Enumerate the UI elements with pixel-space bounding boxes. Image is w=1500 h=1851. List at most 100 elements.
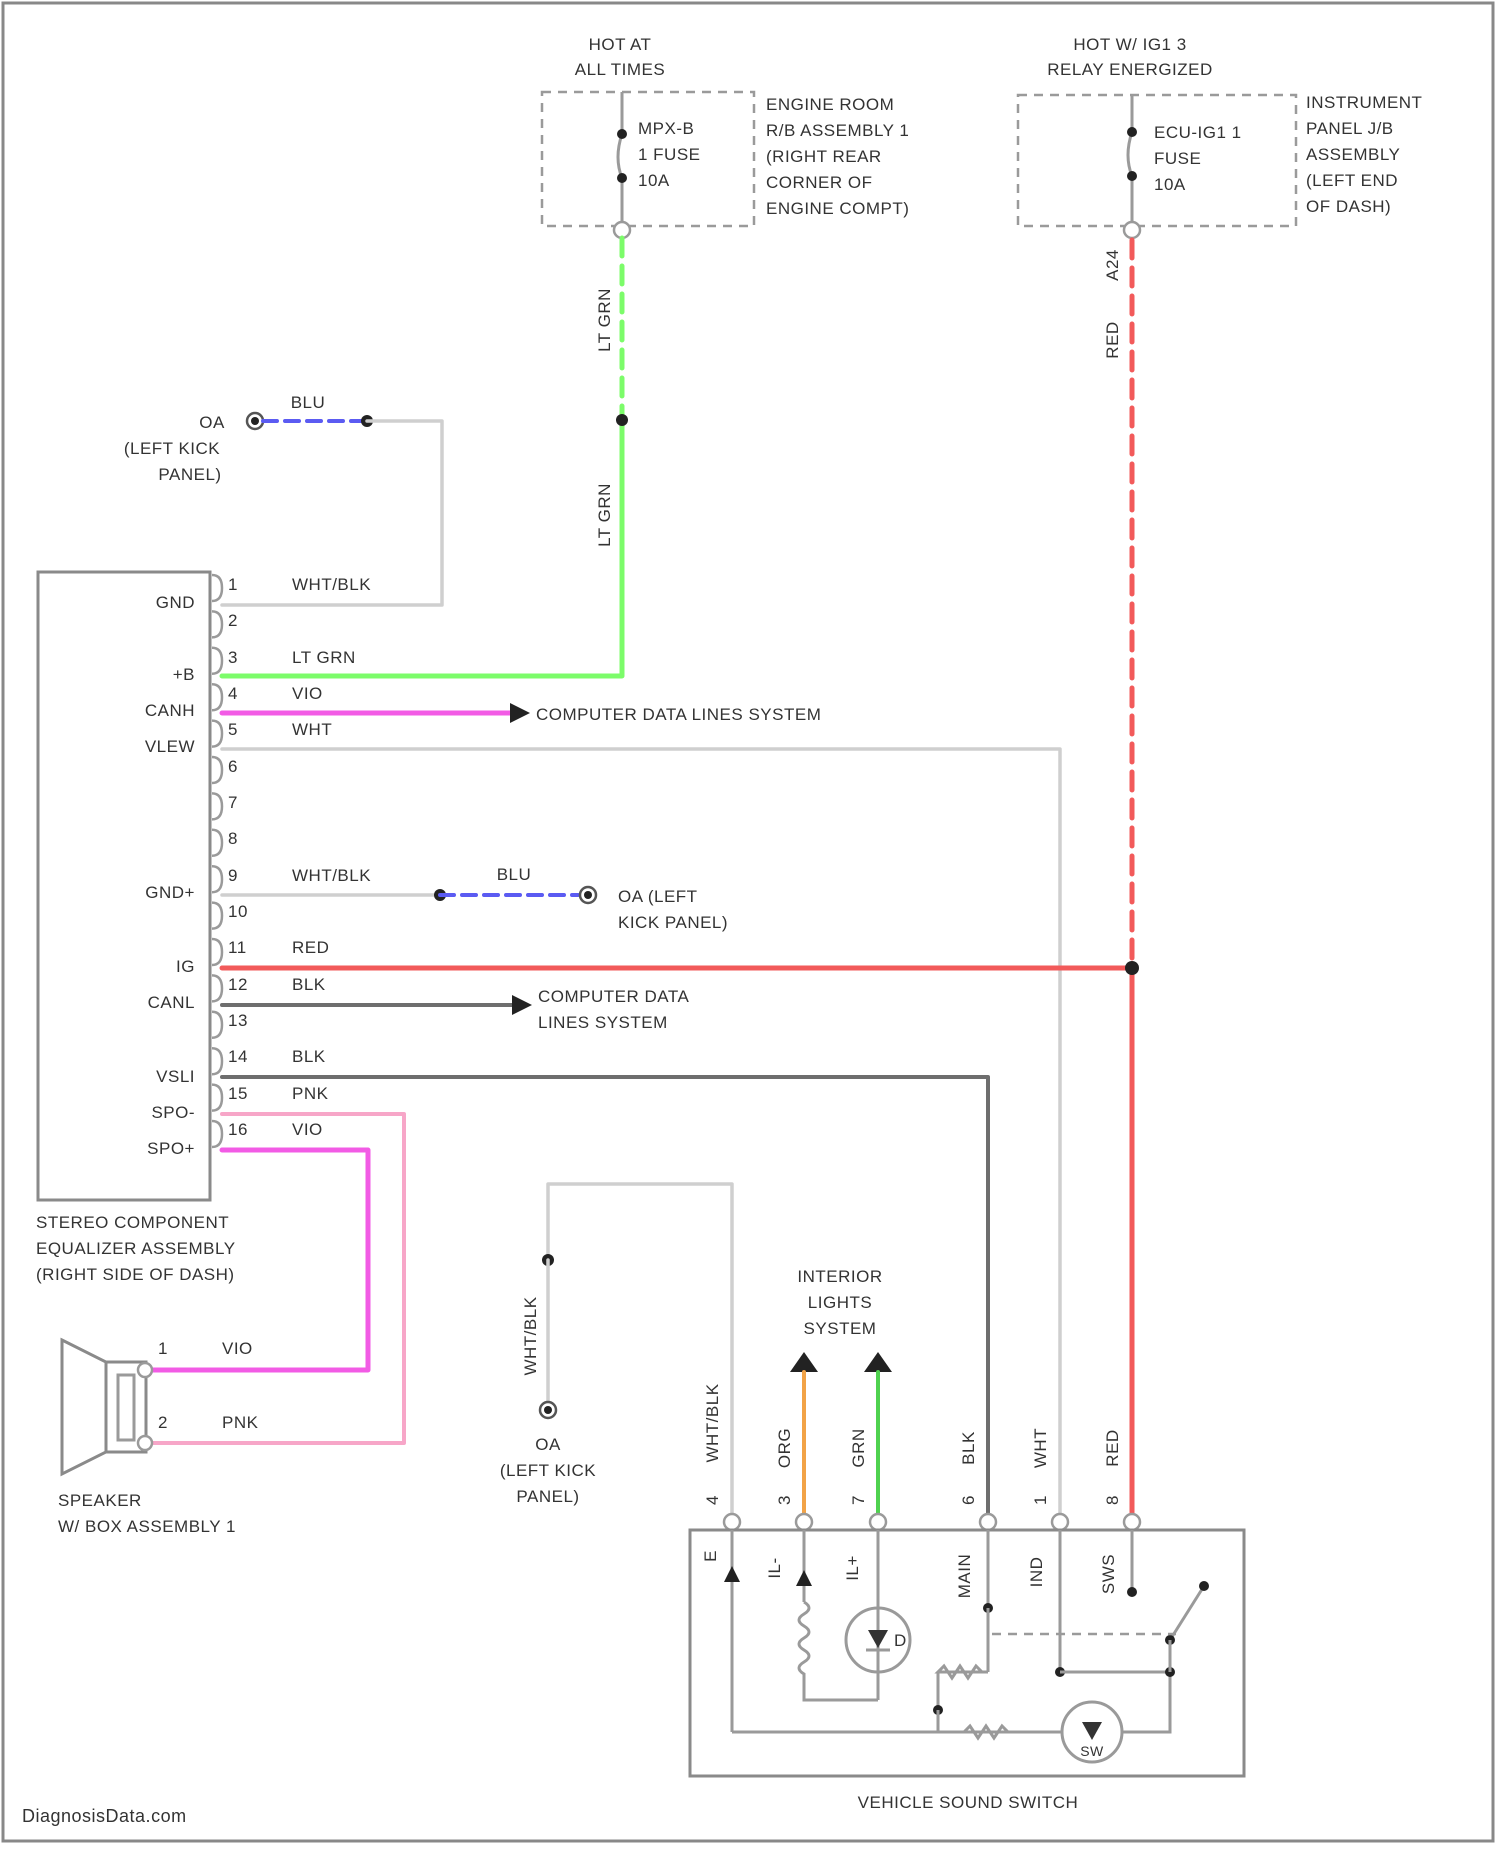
pin-1: 1 bbox=[228, 575, 238, 594]
sw-blade bbox=[1170, 1586, 1204, 1640]
sw-pin-4: 4 bbox=[703, 1495, 722, 1505]
right-loc-1: INSTRUMENT bbox=[1306, 93, 1422, 112]
wire-label-pin5: WHT bbox=[292, 720, 332, 739]
canl-arrow bbox=[512, 995, 532, 1015]
interior-arrow-org bbox=[790, 1352, 818, 1372]
left-loc-4: CORNER OF bbox=[766, 173, 873, 192]
equalizer-name-3: (RIGHT SIDE OF DASH) bbox=[36, 1265, 235, 1284]
equalizer-pin-hook bbox=[212, 1048, 222, 1074]
wire-vlew-wht bbox=[222, 749, 1060, 1520]
sw-pin-6: 6 bbox=[959, 1495, 978, 1505]
left-header-2: ALL TIMES bbox=[575, 60, 665, 79]
switch-name: VEHICLE SOUND SWITCH bbox=[858, 1793, 1079, 1812]
equalizer-pin-hook bbox=[212, 1085, 222, 1111]
right-loc-5: OF DASH) bbox=[1306, 197, 1391, 216]
canh-dest: COMPUTER DATA LINES SYSTEM bbox=[536, 705, 821, 724]
wire-label-pin14: BLK bbox=[292, 1047, 326, 1066]
interior-arrow-grn bbox=[864, 1352, 892, 1372]
gnd-plus-label-2: KICK PANEL) bbox=[618, 913, 728, 932]
power-left: HOT AT ALL TIMES MPX-B 1 FUSE 10A ENGINE… bbox=[542, 35, 909, 238]
sw-wire-red: RED bbox=[1103, 1429, 1122, 1466]
speaker-wire-1: VIO bbox=[222, 1339, 253, 1358]
wire-label-pin1: WHT/BLK bbox=[292, 575, 371, 594]
pin-10: 10 bbox=[228, 902, 248, 921]
right-header-1: HOT W/ IG1 3 bbox=[1073, 35, 1186, 54]
sw-lamp-label: SW bbox=[1080, 1743, 1104, 1759]
sw-wire-wht: WHT bbox=[1031, 1428, 1050, 1468]
gnd-plus-blu: BLU bbox=[497, 865, 532, 884]
pin-7: 7 bbox=[228, 793, 238, 812]
right-loc-4: (LEFT END bbox=[1306, 171, 1398, 190]
left-loc-3: (RIGHT REAR bbox=[766, 147, 882, 166]
sw-term-ind: IND bbox=[1027, 1557, 1046, 1588]
canl-dest-1: COMPUTER DATA bbox=[538, 987, 689, 1006]
pin-5: 5 bbox=[228, 720, 238, 739]
ground-top: BLU OA (LEFT KICK PANEL) bbox=[124, 393, 373, 484]
vehicle-sound-switch: 4 WHT/BLK 3 ORG 7 GRN 6 BLK 1 WHT 8 RED … bbox=[690, 1383, 1244, 1812]
wire-spo-plus-vio bbox=[145, 1150, 368, 1370]
term-canl: CANL bbox=[148, 993, 195, 1012]
wire-vsli-blk bbox=[222, 1077, 988, 1520]
equalizer-name-1: STEREO COMPONENT bbox=[36, 1213, 229, 1232]
sw-led-label: D bbox=[894, 1631, 907, 1650]
ground-bottom-wire: WHT/BLK bbox=[521, 1296, 540, 1375]
wire-label-pin16: VIO bbox=[292, 1120, 323, 1139]
wire-label-pin4: VIO bbox=[292, 684, 323, 703]
speaker-wire-2: PNK bbox=[222, 1413, 259, 1432]
wire-label-pin3: LT GRN bbox=[292, 648, 356, 667]
pin-2: 2 bbox=[228, 611, 238, 630]
term-vsli: VSLI bbox=[156, 1067, 195, 1086]
term-gnd: GND bbox=[156, 593, 195, 612]
equalizer-pin-hook bbox=[212, 648, 222, 674]
equalizer-pin-hook bbox=[212, 757, 222, 783]
lt-grn-label-2: LT GRN bbox=[595, 483, 614, 547]
sw-term-main: MAIN bbox=[955, 1554, 974, 1599]
red-pin-label: A24 bbox=[1103, 249, 1122, 281]
speaker-name-2: W/ BOX ASSEMBLY 1 bbox=[58, 1517, 236, 1536]
equalizer-name-2: EQUALIZER ASSEMBLY bbox=[36, 1239, 236, 1258]
pin-13: 13 bbox=[228, 1011, 248, 1030]
watermark: DiagnosisData.com bbox=[22, 1806, 187, 1826]
left-loc-1: ENGINE ROOM bbox=[766, 95, 894, 114]
right-header-2: RELAY ENERGIZED bbox=[1047, 60, 1213, 79]
ground-bottom: WHT/BLK OA (LEFT KICK PANEL) bbox=[500, 1184, 732, 1520]
sw-wire-org: ORG bbox=[775, 1428, 794, 1468]
right-loc-2: PANEL J/B bbox=[1306, 119, 1394, 138]
equalizer-assembly: GND +B CANH VLEW GND+ IG CANL VSLI SPO- … bbox=[36, 572, 236, 1284]
pin-8: 8 bbox=[228, 829, 238, 848]
pin-11: 11 bbox=[228, 938, 247, 957]
ground-top-wire: BLU bbox=[291, 393, 326, 412]
sw-wire-blk: BLK bbox=[959, 1431, 978, 1465]
term-ig: IG bbox=[176, 957, 195, 976]
term-vlew: VLEW bbox=[145, 737, 195, 756]
equalizer-pin-hook bbox=[212, 1121, 222, 1147]
equalizer-pin-hook bbox=[212, 975, 222, 1001]
sw-pin-8: 8 bbox=[1103, 1495, 1122, 1505]
pin-4: 4 bbox=[228, 684, 238, 703]
sw-term-sws: SWS bbox=[1099, 1554, 1118, 1594]
wire-label-pin12: BLK bbox=[292, 975, 326, 994]
canl-dest-2: LINES SYSTEM bbox=[538, 1013, 668, 1032]
term-canh: CANH bbox=[145, 701, 195, 720]
wire-label-pin9: WHT/BLK bbox=[292, 866, 371, 885]
left-fuse-1: MPX-B bbox=[638, 119, 694, 138]
gnd-plus-label-1: OA (LEFT bbox=[618, 887, 698, 906]
wire-label-pin15: PNK bbox=[292, 1084, 329, 1103]
lt-grn-label-1: LT GRN bbox=[595, 288, 614, 352]
canh-arrow bbox=[510, 703, 530, 723]
ground-bottom-label-3: PANEL) bbox=[516, 1487, 579, 1506]
equalizer-pin-hook bbox=[212, 611, 222, 637]
pin-16: 16 bbox=[228, 1120, 248, 1139]
speaker-cone bbox=[62, 1340, 106, 1474]
left-loc-5: ENGINE COMPT) bbox=[766, 199, 909, 218]
speaker-pin-2: 2 bbox=[158, 1413, 168, 1432]
pin-9: 9 bbox=[228, 866, 238, 885]
sw-term-il-plus: IL+ bbox=[843, 1555, 862, 1581]
pin-15: 15 bbox=[228, 1084, 248, 1103]
pin-6: 6 bbox=[228, 757, 238, 776]
equalizer-connector bbox=[212, 575, 222, 1147]
ground-top-label-1: OA bbox=[199, 413, 225, 432]
interior-label-3: SYSTEM bbox=[804, 1319, 877, 1338]
left-fuse-3: 10A bbox=[638, 171, 670, 190]
